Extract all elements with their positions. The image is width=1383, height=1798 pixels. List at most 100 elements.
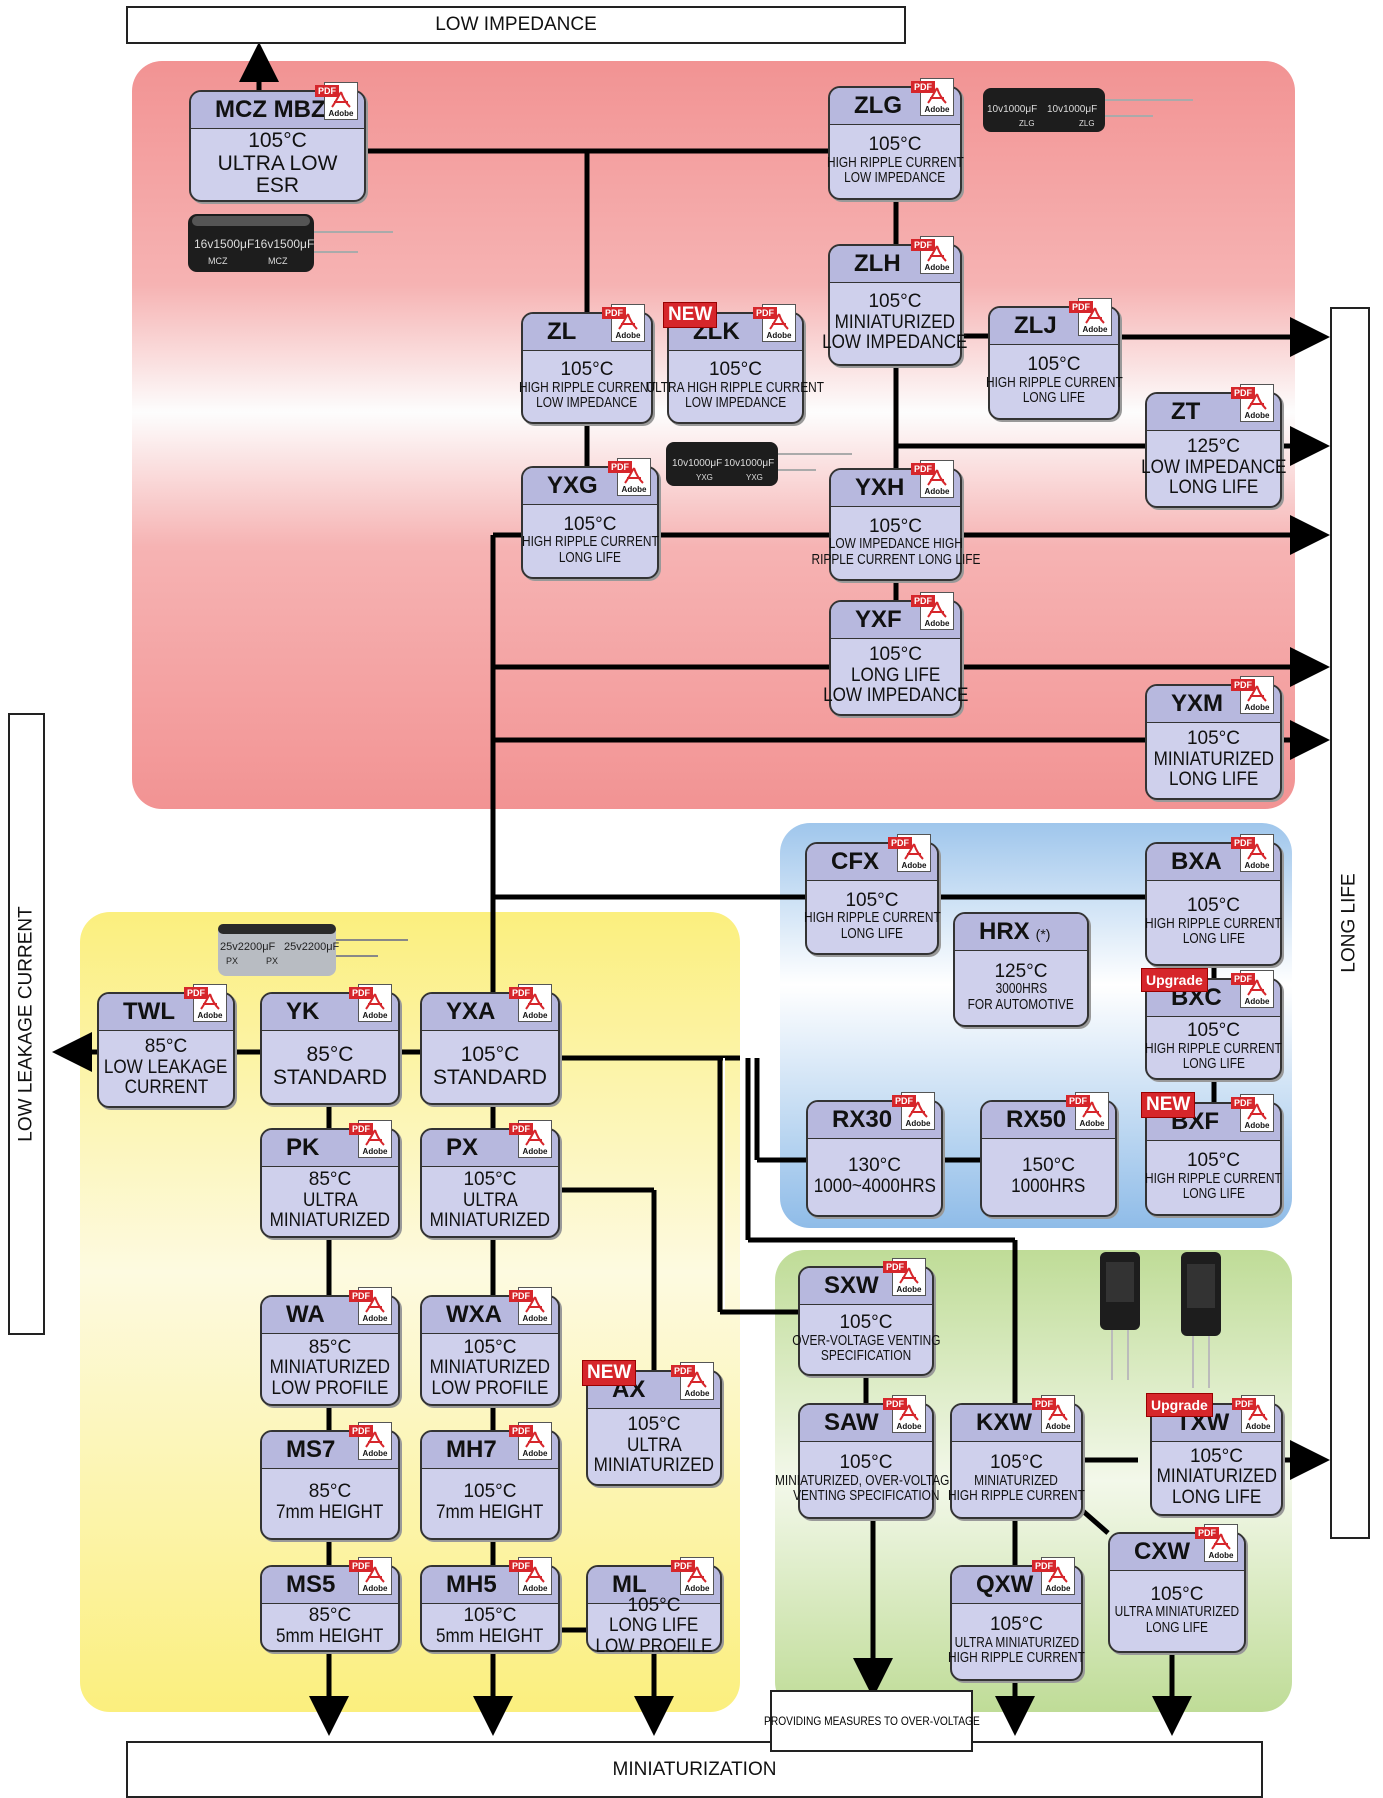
feature-line: MINIATURIZED, OVER-VOLTAGE <box>774 1472 958 1489</box>
temperature-rating: 85°C <box>308 1481 352 1503</box>
feature-line: LONG LIFE <box>1168 769 1259 791</box>
temperature-rating: 105°C <box>868 644 923 666</box>
pdf-tag: PDF <box>509 1290 533 1302</box>
series-name-text: KXW <box>976 1409 1032 1436</box>
feature-line: CURRENT <box>124 1077 208 1099</box>
temperature-rating: 105°C <box>1189 1445 1244 1467</box>
mcz-print-2: 16v1500μF <box>254 237 314 251</box>
feature-line: LOW IMPEDANCE <box>822 332 968 354</box>
feature-line: MINIATURIZED <box>1153 748 1274 770</box>
temperature-rating: 130°C <box>847 1154 902 1176</box>
series-name-text: RX30 <box>832 1106 893 1133</box>
pdf-tag: PDF <box>1231 387 1255 399</box>
adobe-label: Adobe <box>362 1584 388 1593</box>
pdf-tag: PDF <box>671 1560 695 1572</box>
series-name-text: YXG <box>547 472 598 499</box>
feature-line: HIGH RIPPLE CURRENT <box>803 910 941 927</box>
adobe-label: Adobe <box>522 1584 548 1593</box>
temperature-rating: 105°C <box>463 1481 517 1503</box>
series-name-text: SXW <box>824 1272 879 1299</box>
series-name: ZLJ <box>990 308 1118 345</box>
feature-line: LOW IMPEDANCE <box>536 395 638 412</box>
